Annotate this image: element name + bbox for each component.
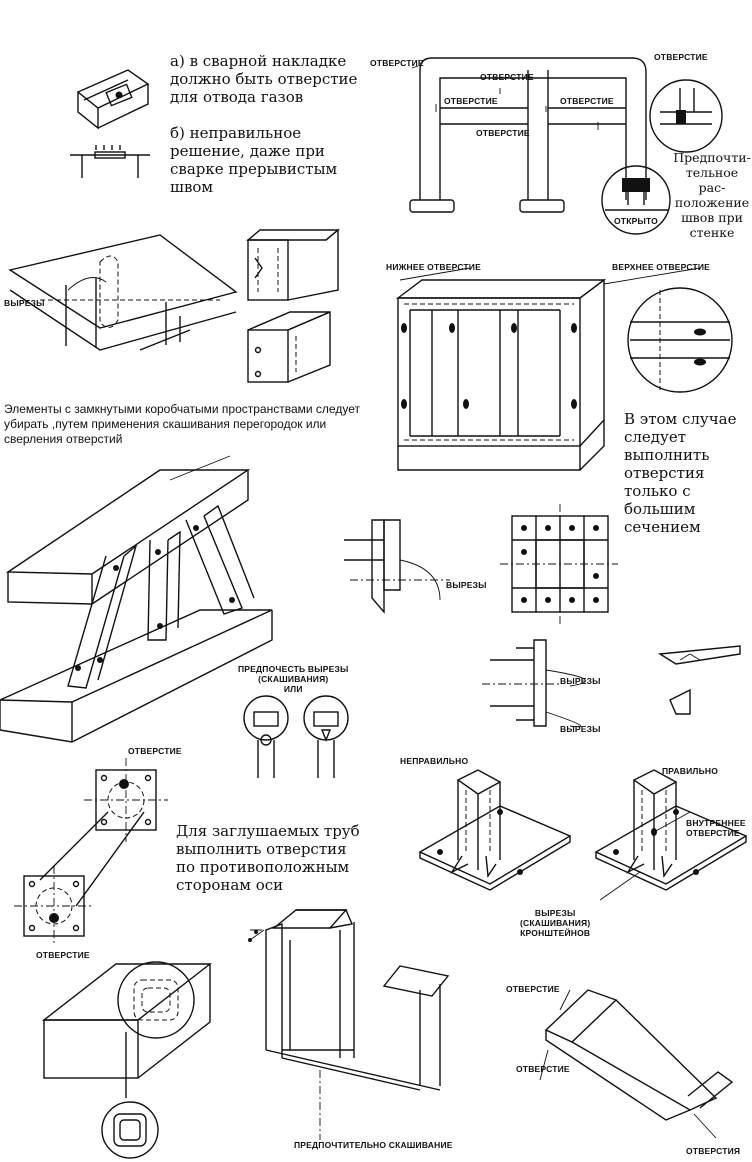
label-preferred-bevel: ПРЕДПОЧТИТЕЛЬНО СКАШИВАНИЕ (294, 1140, 453, 1150)
portal-frame-figure (409, 57, 723, 235)
label-hole-bottom-2: ОТВЕРСТИЕ (516, 1064, 570, 1074)
note-b: б) неправильное решение, даже при сварке… (170, 124, 338, 196)
note-preferred-weld: Предпочти- тельное рас- положение швов п… (673, 150, 751, 240)
column-wrong-figure (418, 769, 572, 891)
box-frame-figure (395, 267, 733, 471)
square-tube-figure (41, 961, 213, 1159)
note-large-section: В этом случае следует выполнить отверсти… (624, 410, 737, 536)
pipe-flanges-figure (14, 758, 168, 946)
box-members-figure (246, 228, 340, 383)
label-hole-flange-bottom: ОТВЕРСТИЕ (36, 950, 90, 960)
label-prefer-cuts: ПРЕДПОЧЕСТЬ ВЫРЕЗЫ (СКАШИВАНИЯ) ИЛИ (238, 664, 349, 695)
note-a: а) в сварной накладке должно быть отверс… (170, 52, 358, 106)
note-box-elements: Элементы с замкнутыми коробчатыми простр… (4, 402, 360, 446)
inclined-member-figure (539, 989, 734, 1139)
channel-patch-figure (76, 69, 150, 130)
truss-figure (0, 455, 273, 743)
wrong-weld-section (70, 145, 150, 178)
label-cutouts-2: ВЫРЕЗЫ (446, 580, 487, 590)
label-right: ПРАВИЛЬНО (662, 766, 719, 776)
flange-cutouts-figure (344, 519, 450, 614)
column-right-figure (594, 769, 748, 901)
label-hole-top-left: ОТВЕРСТИЕ (370, 58, 424, 68)
flange-side-figure (482, 639, 741, 728)
bevel-frame-figure (248, 909, 450, 1140)
label-holes-bottom-3: ОТВЕРСТИЯ (686, 1146, 741, 1156)
label-cutouts-4: ВЫРЕЗЫ (560, 724, 601, 734)
label-open: ОТКРЫТО (614, 216, 658, 226)
label-hole-frame-4: ОТВЕРСТИЕ (476, 128, 530, 138)
label-upper-hole: ВЕРХНЕЕ ОТВЕРСТИЕ (612, 262, 711, 272)
plate-grid-figure (500, 504, 618, 624)
label-hole-frame-3: ОТВЕРСТИЕ (560, 96, 614, 106)
label-cutouts-1: ВЫРЕЗЫ (4, 298, 45, 308)
label-cutouts-3: ВЫРЕЗЫ (560, 676, 601, 686)
label-hole-frame-1: ОТВЕРСТИЕ (480, 72, 534, 82)
beam-cutouts-figure (8, 234, 238, 351)
label-hole-flange-top: ОТВЕРСТИЕ (128, 746, 182, 756)
label-bracket-cuts: ВЫРЕЗЫ (СКАШИВАНИЯ) КРОНШТЕЙНОВ (520, 908, 591, 939)
label-lower-hole: НИЖНЕЕ ОТВЕРСТИЕ (386, 262, 481, 272)
label-hole-bottom-1: ОТВЕРСТИЕ (506, 984, 560, 994)
label-inner-hole: ВНУТРЕННЕЕ ОТВЕРСТИЕ (686, 818, 746, 839)
label-hole-top-right: ОТВЕРСТИЕ (654, 52, 708, 62)
note-pipes: Для заглушаемых труб выполнить отверстия… (176, 822, 360, 894)
label-wrong: НЕПРАВИЛЬНО (400, 756, 469, 766)
prefer-cuts-figure (243, 695, 349, 778)
label-hole-frame-2: ОТВЕРСТИЕ (444, 96, 498, 106)
